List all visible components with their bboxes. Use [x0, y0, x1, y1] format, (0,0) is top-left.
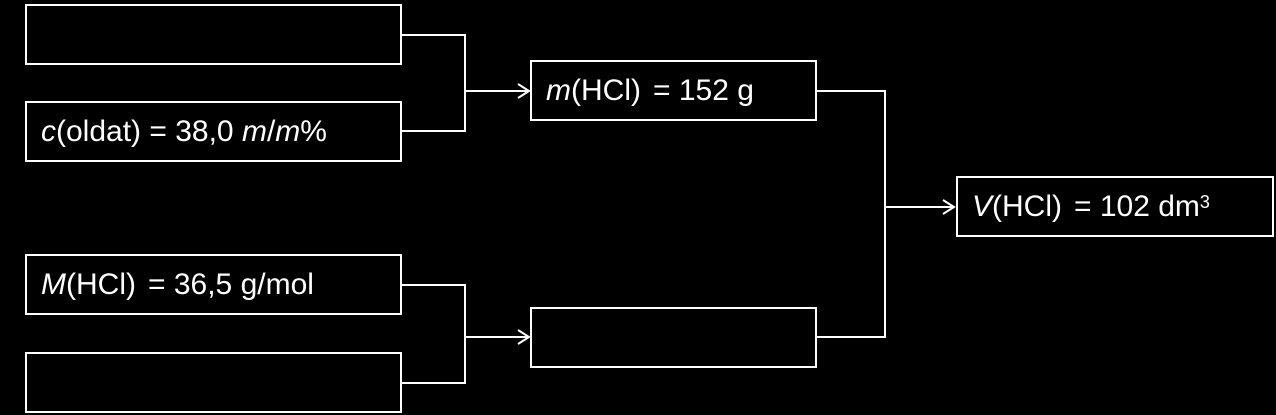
- concentration-unit-slash: /: [266, 114, 276, 148]
- molar-mass-symbol: M: [41, 267, 66, 301]
- molar-mass-label: (HCl): [66, 267, 136, 301]
- concentration-symbol: c: [41, 114, 56, 148]
- hcl-amount-box: [530, 307, 817, 368]
- hcl-volume-symbol: V: [972, 189, 993, 223]
- solution-mass-box: [25, 4, 402, 65]
- connector-hcl-mass: [816, 90, 886, 207]
- molar-mass-box: M(HCl) = 36,5 g/mol: [25, 254, 402, 315]
- hcl-volume-exponent: 3: [1199, 192, 1210, 212]
- concentration-unit-denominator: m: [275, 114, 301, 148]
- hcl-mass-value: = 152 g: [652, 73, 754, 107]
- concentration-unit-numerator: m: [241, 114, 267, 148]
- hcl-mass-symbol: m: [546, 73, 571, 107]
- hcl-mass-box: m(HCl) = 152 g: [530, 60, 817, 121]
- connector-molar-volume: [401, 337, 466, 384]
- connector-hcl-amount: [816, 207, 886, 338]
- hcl-volume-value: = 102 dm: [1074, 189, 1200, 223]
- arrowhead-hcl-volume: [942, 199, 956, 215]
- concentration-label: (oldat) = 38,0: [56, 114, 242, 148]
- concentration-percent: %: [300, 114, 327, 148]
- hcl-volume-label: (HCl): [992, 189, 1062, 223]
- arrowhead-hcl-amount: [517, 329, 531, 345]
- molar-mass-value: = 36,5 g/mol: [147, 267, 314, 301]
- connector-concentration: [401, 91, 466, 132]
- arrowhead-hcl-mass: [517, 83, 531, 99]
- connector-solution-mass: [401, 34, 466, 91]
- hcl-mass-label: (HCl): [571, 73, 641, 107]
- concentration-box: c(oldat) = 38,0 m/m%: [25, 101, 402, 162]
- connector-molar-mass: [401, 284, 466, 337]
- molar-volume-box: [25, 352, 402, 413]
